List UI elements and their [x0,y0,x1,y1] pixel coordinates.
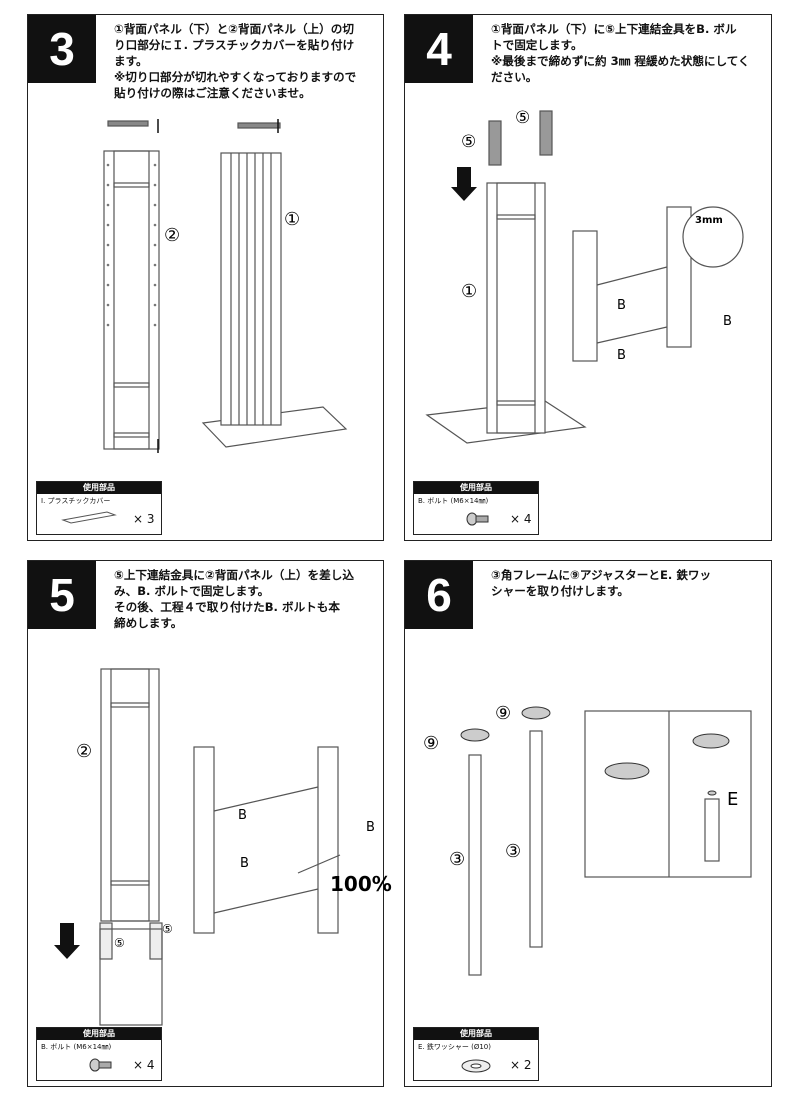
bolt-icon [466,512,489,526]
parts-quantity: × 3 [133,512,155,526]
step-5-panel: 5 ⑤上下連結金具に②背面パネル（上）を差し込 み、B. ボルトで固定します。 … [27,560,392,1087]
step-instruction: ①背面パネル（下）と②背面パネル（上）の切 り口部分にＩ. プラスチックカバーを… [114,22,357,100]
fitting-label: ⑤ [114,936,125,950]
tighten-percent: 100% [330,872,392,896]
parts-name: I. プラスチックカバー [41,497,111,505]
parts-box: 使用部品 B. ボルト (M6×14㎜) × 4 [413,481,539,535]
step-3-illustration: ② ① [103,119,348,453]
parts-box: 使用部品 B. ボルト (M6×14㎜) × 4 [36,1027,162,1081]
step-instruction: ⑤上下連結金具に②背面パネル（上）を差し込 み、B. ボルトで固定します。 その… [114,568,354,630]
step-5-illustration: ② ⑤ ⑤ B B B 100% [54,668,392,1026]
parts-name: E. 鉄ワッシャー (Ø10) [418,1043,491,1051]
panel-label-1: ① [461,281,477,302]
step-3-panel: 3 ①背面パネル（下）と②背面パネル（上）の切 り口部分にＩ. プラスチックカバ… [27,14,384,541]
parts-header: 使用部品 [414,482,538,494]
step-number: 3 [28,15,96,83]
bolt-label: B [238,808,247,823]
parts-box: 使用部品 E. 鉄ワッシャー (Ø10) × 2 [413,1027,539,1081]
adjuster-label: ⑨ [423,733,439,754]
plastic-cover-icon [61,511,117,524]
fitting-label: ⑤ [162,922,173,936]
adjuster-label: ⑨ [495,703,511,724]
step-4-panel: 4 ①背面パネル（下）に⑤上下連結金具をB. ボル トで固定します。 ※最後まで… [404,14,772,541]
parts-header: 使用部品 [37,482,161,494]
parts-header: 使用部品 [414,1028,538,1040]
step-number: 4 [405,15,473,83]
arrow-down-icon [54,923,80,959]
bolt-label: B [617,348,626,363]
bolt-label: B [617,298,626,313]
frame-label: ③ [505,841,521,862]
parts-name: B. ボルト (M6×14㎜) [41,1043,112,1051]
bolt-label: B [366,820,375,835]
fitting-label: ⑤ [515,108,530,128]
panel-label-2: ② [76,741,92,762]
frame-label: ③ [449,849,465,870]
arrow-down-icon [451,167,477,201]
fitting-label: ⑤ [461,132,476,152]
step-number: 6 [405,561,473,629]
parts-quantity: × 4 [133,1058,155,1072]
washer-icon [461,1059,491,1073]
washer-label: E [727,789,738,810]
part-label-2: ② [164,225,180,246]
bolt-icon [89,1058,112,1072]
bolt-label: B [240,856,249,871]
parts-box: 使用部品 I. プラスチックカバー × 3 [36,481,162,535]
parts-quantity: × 2 [510,1058,532,1072]
step-6-illustration: ⑨ ⑨ ③ ③ E [423,703,752,976]
part-label-1: ① [284,209,300,230]
step-instruction: ③角フレームに⑨アジャスターとE. 鉄ワッ シャーを取り付けします。 [491,568,712,598]
parts-quantity: × 4 [510,512,532,526]
step-number: 5 [28,561,96,629]
parts-header: 使用部品 [37,1028,161,1040]
bolt-label: B [723,314,732,329]
detail-label: 3mm [695,215,723,226]
step-instruction: ①背面パネル（下）に⑤上下連結金具をB. ボル トで固定します。 ※最後まで締め… [491,22,750,84]
step-6-panel: 6 ③角フレームに⑨アジャスターとE. 鉄ワッ シャーを取り付けします。 ⑨ ⑨… [404,560,772,1087]
step-4-illustration: ⑤ ⑤ ① B B B 3mm [425,108,744,444]
parts-name: B. ボルト (M6×14㎜) [418,497,489,505]
